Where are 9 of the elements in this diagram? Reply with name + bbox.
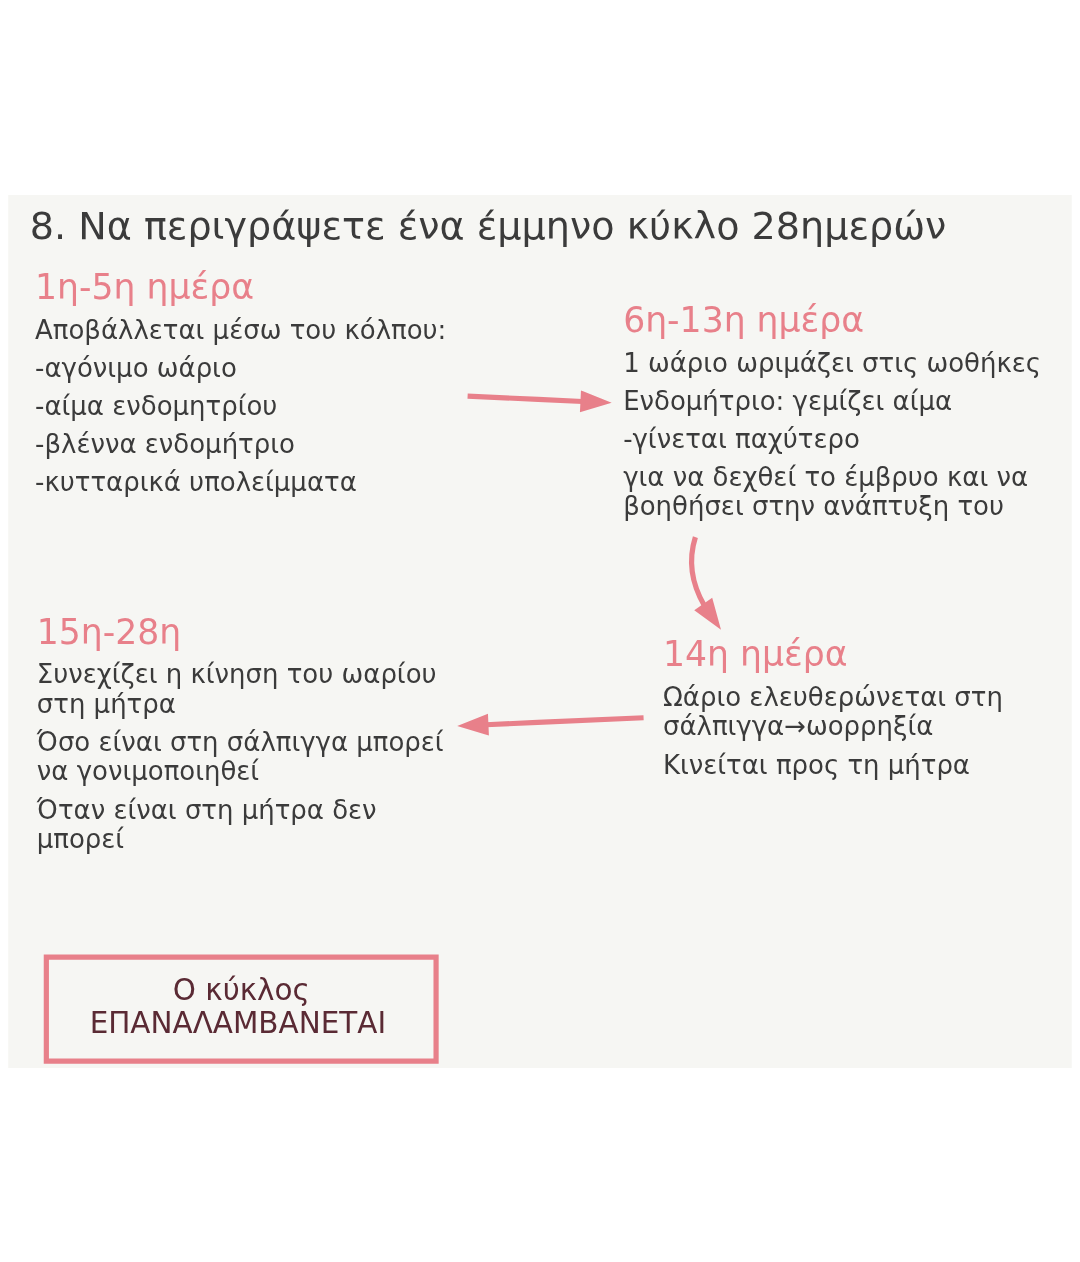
node-text: 1η-5η ημέρα Αποβάλλεται μέσω του κόλπου: -αγόνιμο ωάριο -αίμα ενδομητρίου -βλέννα ενδομήτριο -κυτταρικά υπολείμματα [35,266,447,497]
arrow [457,713,644,736]
node-text: 6η-13η ημέρα 1 ωάριο ωριμάζει στις ωοθήκες Ενδομήτριο: γεμίζει αίμα -γίνεται παχύτερο για να δεχθεί το έμβρυο και να βοηθήσει στην ανάπτυξη του [623,299,1041,521]
diagram-title: 8. Να περιγράψετε ένα έμμηνο κύκλο 28ημερών [29,203,947,248]
node-box: Ο κύκλος ΕΠΑΝΑΛΑΜΒΑΝΕΤΑΙ [43,954,439,1064]
arrow [689,535,721,630]
node-text: 14η ημέρα Ωάριο ελευθερώνεται στη σάλπιγγα→ωορρηξία Κινείται προς τη μήτρα [662,633,1003,780]
node-text: 15η-28η Συνεχίζει η κίνηση του ωαρίου στη μήτρα Όσο είναι στη σάλπιγγα μπορεί να γονιμοποιηθεί Όταν είναι στη μήτρα δεν μπορεί [36,611,444,854]
arrow [467,389,612,412]
